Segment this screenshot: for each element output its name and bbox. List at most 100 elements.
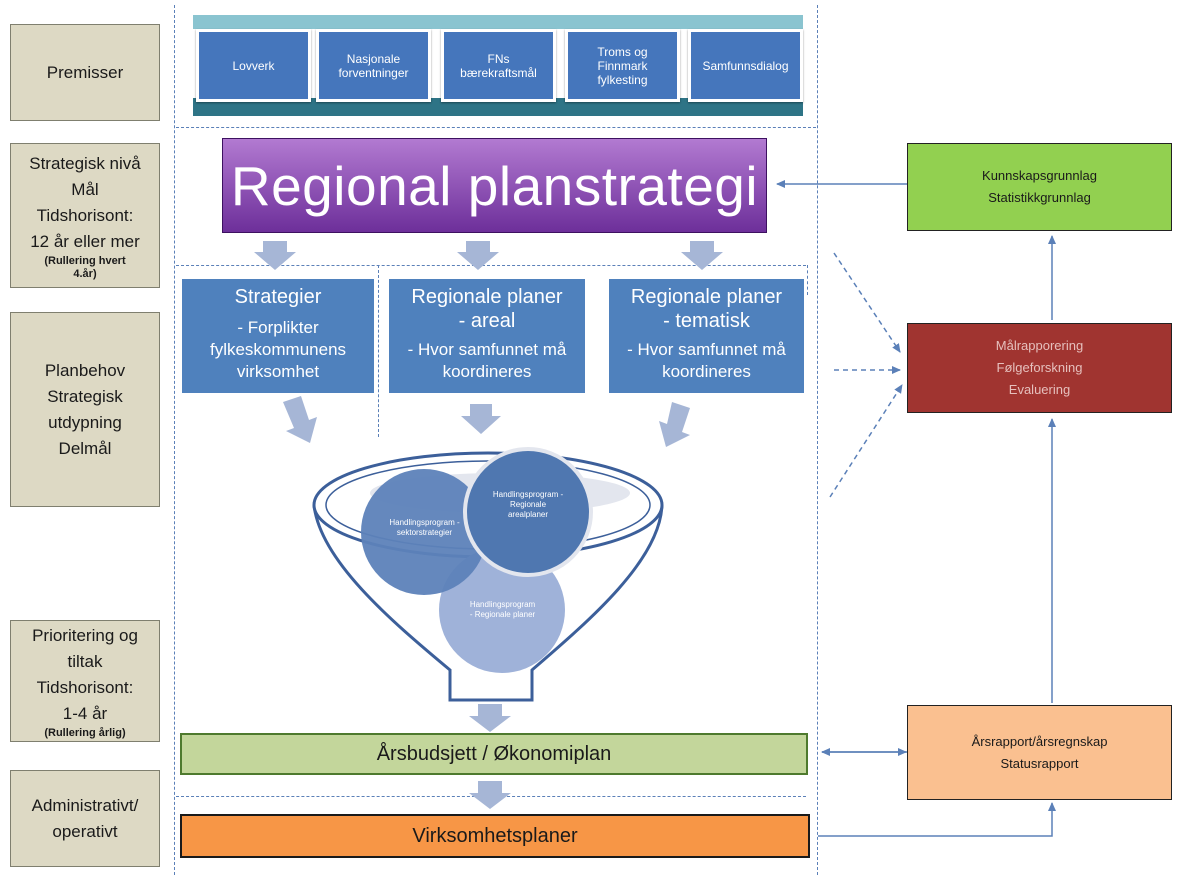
box-title: Regionale planer — [411, 286, 563, 308]
box-subtext: virksomhet — [236, 362, 320, 381]
virksomhetsplaner-bar: Virksomhetsplaner — [180, 814, 810, 858]
right-box-text: Kunnskapsgrunnlag — [982, 168, 1097, 183]
divider-dash-vertical — [807, 265, 808, 295]
label-line: Delmål — [58, 438, 112, 458]
premiss-box-samfunnsdialog: Samfunnsdialog — [688, 29, 803, 102]
circle-text: arealplaner — [507, 510, 549, 519]
arsrapport-box: Årsrapport/årsregnskap Statusrapport — [907, 705, 1172, 800]
divider-dash — [176, 127, 816, 128]
diagonal-arrow-icon — [283, 396, 317, 443]
circle-label-regionale: Handlingsprogram - Regionale planer — [445, 600, 560, 620]
premiss-text: Troms og — [597, 44, 648, 59]
frame-left-dash — [174, 5, 175, 875]
label-line: Tidshorisont: — [36, 677, 134, 697]
circle-label-areal: Handlingsprogram - Regionale arealplaner — [470, 490, 586, 520]
premiss-text: Finnmark — [597, 58, 648, 73]
box-subtext: fylkeskommunens — [209, 340, 347, 359]
box-title: - tematisk — [663, 310, 750, 332]
label-line: Strategisk nivå — [29, 153, 141, 173]
right-box-text: Årsrapport/årsregnskap — [971, 733, 1108, 749]
label-strategisk-niva: Strategisk nivå Mål Tidshorisont: 12 år … — [10, 143, 160, 288]
right-box-text: Målrapporering — [995, 338, 1084, 353]
premiss-text: Nasjonale — [346, 51, 401, 66]
regional-planstrategi-title: Regional planstrategi — [230, 154, 759, 217]
label-administrativt: Administrativt/ operativt — [10, 770, 160, 867]
premiss-box-lovverk: Lovverk — [196, 29, 311, 102]
premiss-box-fns: FNs bærekraftsmål — [441, 29, 556, 102]
premiss-text: Samfunnsdialog — [702, 58, 789, 73]
right-box-text: Statistikkgrunnlag — [988, 190, 1091, 205]
label-prioritering: Prioritering og tiltak Tidshorisont: 1-4… — [10, 620, 160, 742]
box-subtext: - Forplikter — [237, 318, 319, 337]
down-arrow-icon — [469, 704, 511, 732]
circle-text: Handlingsprogram - — [389, 518, 460, 527]
label-line: 1-4 år — [62, 703, 108, 723]
regional-planstrategi-box: Regional planstrategi — [222, 138, 767, 233]
label-line: tiltak — [67, 651, 103, 671]
circle-label-sektor: Handlingsprogram - sektorstrategier — [362, 518, 487, 538]
virksomhetsplaner-text: Virksomhetsplaner — [412, 824, 578, 847]
kunnskapsgrunnlag-box: Kunnskapsgrunnlag Statistikkgrunnlag — [907, 143, 1172, 231]
right-box-text: Følgeforskning — [996, 360, 1083, 375]
box-subtext: koordineres — [442, 362, 532, 381]
label-line: 12 år eller mer — [30, 231, 140, 251]
circle-sektorstrategier — [361, 469, 487, 595]
right-box-text: Evaluering — [1008, 382, 1071, 397]
premiss-text: FNs — [487, 51, 510, 66]
premisser-strip-bottom — [193, 98, 803, 116]
label-line: Administrativt/ — [31, 795, 139, 815]
frame-right-dash — [817, 5, 818, 875]
divider-dash-vertical — [378, 265, 379, 437]
circle-text: Handlingsprogram - — [492, 490, 564, 499]
arsbudsjett-text: Årsbudsjett / Økonomiplan — [376, 742, 612, 765]
down-arrow-icon — [681, 241, 723, 270]
premiss-box-troms: Troms og Finnmark fylkesting — [565, 29, 680, 102]
down-arrow-icon — [254, 241, 296, 270]
box-subtext: - Hvor samfunnet må — [627, 340, 786, 359]
down-arrow-icon — [469, 781, 511, 809]
label-planbehov: Planbehov Strategisk utdypning Delmål — [10, 312, 160, 507]
circle-text: - Regionale planer — [469, 610, 536, 619]
label-line: operativt — [52, 821, 118, 841]
arrow-virksomhet-to-arsrapport — [818, 802, 1056, 837]
box-subtext: - Hvor samfunnet må — [407, 340, 567, 359]
premiss-text: Lovverk — [232, 58, 275, 73]
circle-text: Handlingsprogram — [469, 600, 536, 609]
right-box-text: Statusrapport — [1000, 755, 1079, 771]
premiss-text: bærekraftsmål — [460, 65, 537, 80]
circle-text: sektorstrategier — [396, 528, 453, 537]
box-subtext: koordineres — [662, 362, 751, 381]
diagonal-arrow-icon — [659, 402, 690, 447]
circle-arealplaner — [463, 447, 593, 577]
dashed-arrow-lower — [829, 384, 903, 498]
box-title: - areal — [458, 310, 516, 332]
label-line: utdypning — [48, 412, 122, 432]
premiss-text: fylkesting — [597, 72, 648, 87]
divider-dash — [176, 265, 806, 266]
circle-text: Regionale — [509, 500, 547, 509]
premisser-strip-top — [193, 15, 803, 29]
dashed-arrow-upper — [833, 252, 901, 353]
label-note: (Rullering årlig) — [44, 726, 126, 739]
block-arrows — [254, 241, 723, 809]
label-line: Tidshorisont: — [36, 205, 134, 225]
arsbudsjett-bar: Årsbudsjett / Økonomiplan — [180, 733, 808, 775]
down-arrow-icon — [457, 241, 499, 270]
regionale-planer-tematisk-box: Regionale planer - tematisk - Hvor samfu… — [609, 279, 804, 393]
box-title: Strategier — [234, 286, 322, 308]
strategier-box: Strategier - Forplikter fylkeskommunens … — [182, 279, 374, 393]
label-line: Planbehov — [44, 360, 126, 380]
premiss-text: forventninger — [338, 65, 409, 80]
label-line: Strategisk — [47, 386, 123, 406]
regionale-planer-areal-box: Regionale planer - areal - Hvor samfunne… — [389, 279, 585, 393]
label-note: (Rullering hvert — [44, 254, 126, 267]
malrapportering-box: Målrapporering Følgeforskning Evaluering — [907, 323, 1172, 413]
label-premisser: Premisser — [10, 24, 160, 121]
premiss-box-nasjonale: Nasjonale forventninger — [316, 29, 431, 102]
label-line: Mål — [71, 179, 99, 199]
label-note: 4.år) — [73, 267, 97, 280]
label-premisser-text: Premisser — [46, 62, 124, 82]
down-arrow-icon — [461, 404, 501, 434]
circle-regionale-planer — [439, 547, 565, 673]
